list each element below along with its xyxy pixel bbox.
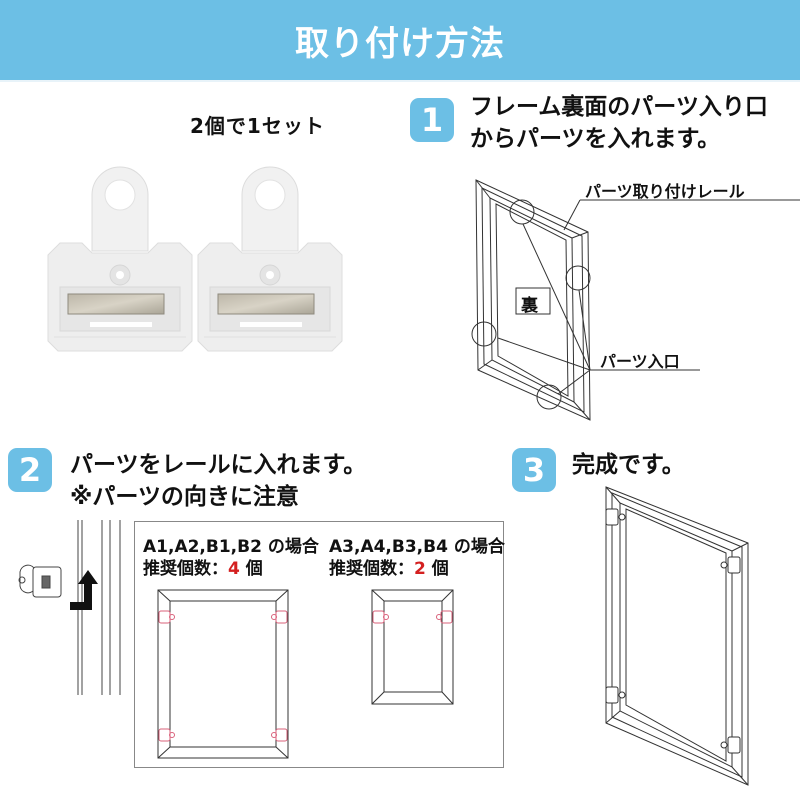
step-1-badge: 1 [410, 98, 454, 142]
frame-back-diagram [471, 179, 800, 421]
hanger-part-illustration [47, 166, 343, 352]
case-small: A3,A4,B3,B4 の場合 推奨個数：2 個 [329, 537, 505, 579]
page-title: 取り付け方法 [295, 23, 505, 64]
completed-frame-diagram [605, 486, 749, 786]
set-label: 2個で1セット [190, 114, 325, 138]
step-2-badge: 2 [8, 448, 52, 492]
step-3-badge: 3 [512, 448, 556, 492]
rail-callout: パーツ取り付けレール [585, 182, 745, 201]
back-label: 裏 [521, 296, 538, 316]
qty-value-small: 2 [414, 559, 426, 579]
qty-value-large: 4 [228, 559, 240, 579]
recommended-qty-box: A1,A2,B1,B2 の場合 推奨個数：4 個 A3,A4,B3,B4 の場合… [134, 521, 505, 768]
small-frame-2-parts [371, 589, 454, 705]
entrance-callout: パーツ入口 [600, 352, 680, 371]
step-1-title: フレーム裏面のパーツ入り口 からパーツを入れます。 [470, 94, 768, 152]
case-large: A1,A2,B1,B2 の場合 推奨個数：4 個 [143, 537, 319, 579]
large-frame-4-parts [157, 589, 289, 759]
step-3-title: 完成です。 [572, 452, 685, 478]
page-header: 取り付け方法 [0, 0, 800, 82]
step-2-title: パーツをレールに入れます。 ※パーツの向きに注意 [70, 452, 367, 510]
rail-insertion-diagram [18, 520, 121, 695]
